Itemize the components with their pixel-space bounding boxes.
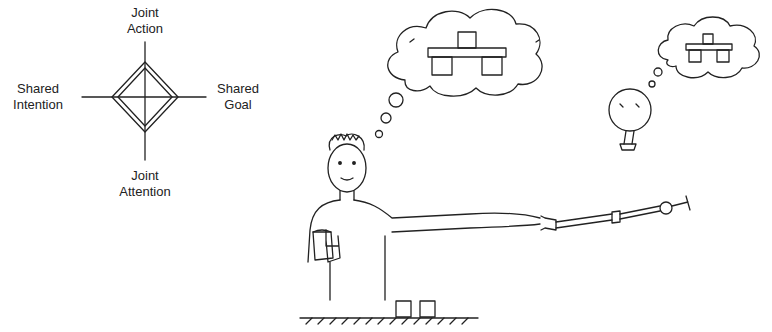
thought-cloud [658,17,759,78]
block [703,34,713,44]
robot-joint [612,211,620,223]
robot-arm [556,214,612,228]
human-figure [308,134,540,300]
robot-neck [624,131,634,144]
cloud-mark [410,39,539,42]
concept-label: Joint Attention [113,168,177,200]
cup [313,230,331,232]
cup [313,232,333,260]
thought-cloud [388,9,542,96]
outstretched-arm [354,200,540,218]
human-thought [376,9,543,137]
table [300,301,478,324]
shoulder [308,200,340,262]
concept-cross [82,42,206,160]
head [328,144,366,192]
block [420,301,435,317]
outstretched-arm [392,224,540,232]
block [717,50,729,62]
block [689,50,701,62]
robot-eye [620,104,639,107]
concept-label: Shared Intention [6,81,70,113]
robot-arm [620,206,660,219]
hair [332,134,359,140]
plank [428,48,506,57]
thought-bubble [389,93,403,107]
robot-thought [649,17,759,87]
thought-bubble [654,68,662,76]
table-line [300,317,478,318]
robot [541,89,690,230]
axis-line [144,42,145,160]
eye [339,162,342,165]
robot-joint [660,202,672,214]
thought-bubble [381,113,391,123]
eye [353,162,356,165]
concept-diamond [112,62,178,132]
block [458,32,476,48]
robot-base [620,144,636,150]
concept-label: Joint Action [113,5,177,37]
block [396,301,411,317]
block [432,57,452,75]
mouth [341,178,353,180]
torso [330,236,385,300]
robot-arm [672,196,690,210]
table-hatch [306,318,468,324]
thought-bubble [649,81,655,87]
concept-diamond [118,68,172,126]
robot-head [609,89,651,131]
concept-label: Shared Goal [206,81,270,113]
axis-line [82,96,206,97]
plank [686,44,732,50]
block [482,57,502,75]
thought-bubble [376,131,383,138]
hair [329,134,364,150]
robot-gripper [541,216,556,230]
neck [340,191,354,200]
